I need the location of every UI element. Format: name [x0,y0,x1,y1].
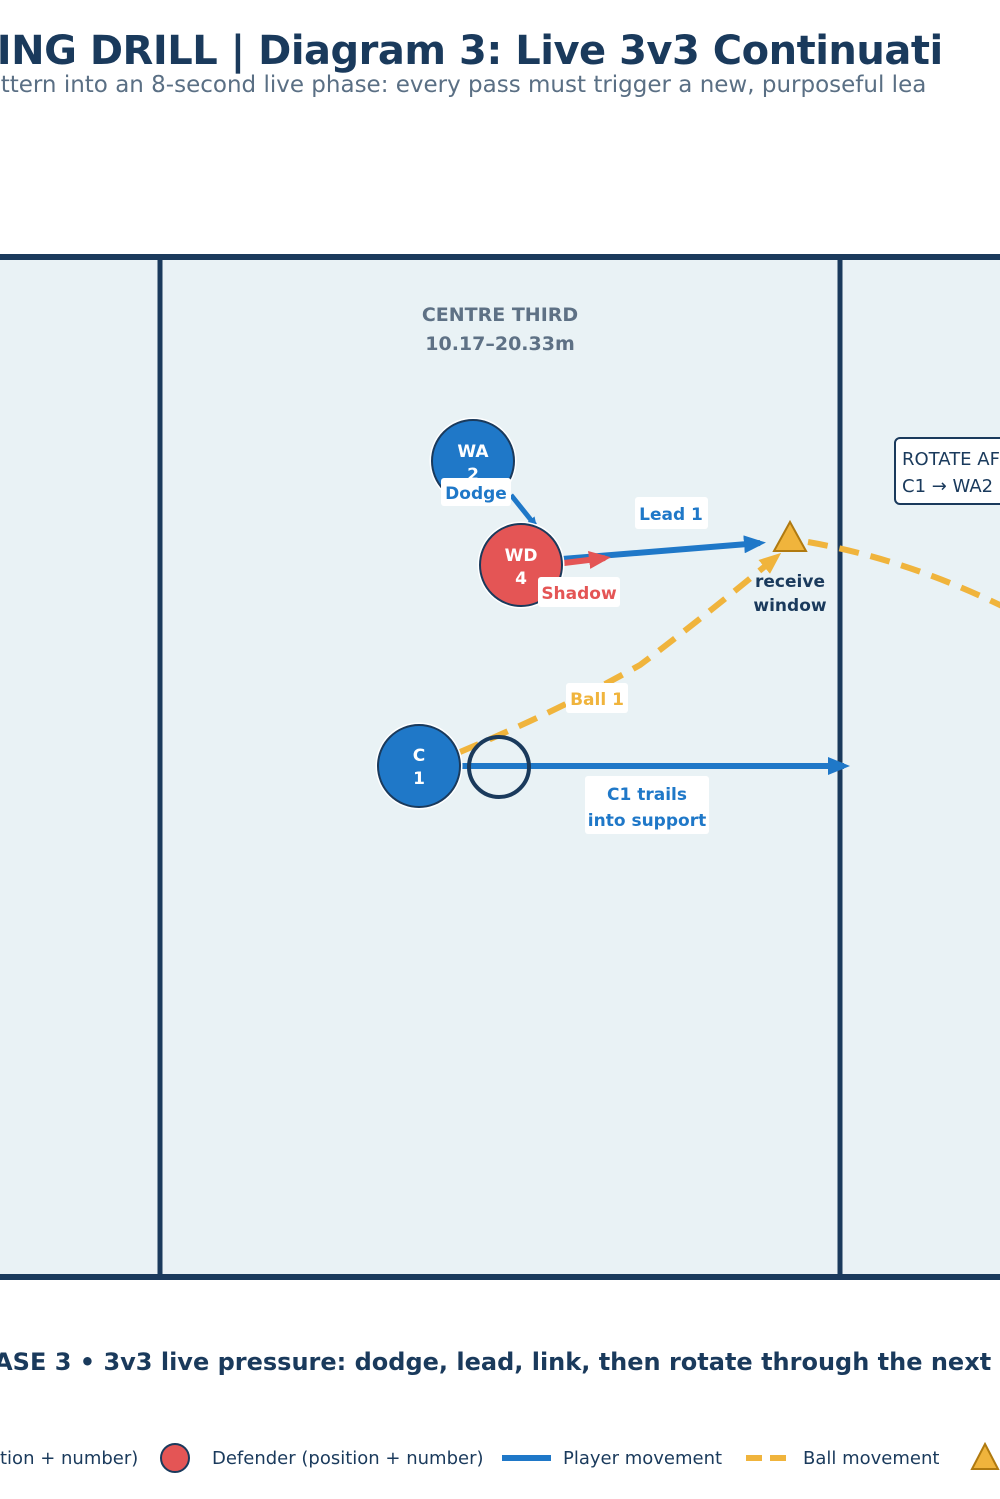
lead-label-bg [635,497,708,529]
start-position-marker [467,735,531,799]
ball-label: Ball 1 [570,690,624,710]
legend-movement-label: Player movement [563,1448,722,1469]
player-wa-position: WA [457,442,489,462]
dodge-label: Dodge [445,484,507,504]
player-c-number: 1 [413,769,425,789]
diagram-subtitle: pattern into an 8-second live phase: eve… [0,72,927,98]
rotate-line2: C1 → WA2 [902,476,993,497]
ball-label-bg [566,683,628,713]
receive-label-line2: window [753,596,826,616]
legend-defender-icon [160,1443,190,1473]
phase-caption: HASE 3 • 3v3 live pressure: dodge, lead,… [0,1348,1000,1376]
trail-label-line1: C1 trails [607,785,687,805]
trail-label-bg [585,776,709,834]
ball-pass-2 [807,539,1000,609]
shadow-label-bg [538,577,620,607]
legend-window-icon [970,1441,1000,1470]
legend-attacker-label: tion + number) [0,1448,138,1469]
receive-label-line1: receive [755,572,825,592]
rotate-line1: ROTATE AF [902,449,1000,470]
player-wa-number: 2 [467,465,479,485]
legend-ball-label: Ball movement [803,1448,939,1469]
trail-label-line2: into support [588,811,706,831]
receive-window-icon [772,519,808,552]
lead-label: Lead 1 [639,505,703,525]
third-range: 10.17–20.33m [425,333,575,355]
diagram-title: DING DRILL | Diagram 3: Live 3v3 Continu… [0,28,943,74]
player-c-position: C [413,746,425,766]
player-wd-position: WD [505,546,538,566]
shadow-label: Shadow [541,584,617,604]
ball-pass-1 [458,552,782,755]
player-wd-number: 4 [515,569,527,589]
dodge-arrow [509,493,537,528]
legend-defender-label: Defender (position + number) [212,1448,484,1469]
third-name: CENTRE THIRD [422,304,578,326]
player-c: C 1 [375,722,463,810]
rotate-box [894,437,1000,505]
dodge-label-bg [441,478,511,506]
shadow-arrow [563,551,611,569]
